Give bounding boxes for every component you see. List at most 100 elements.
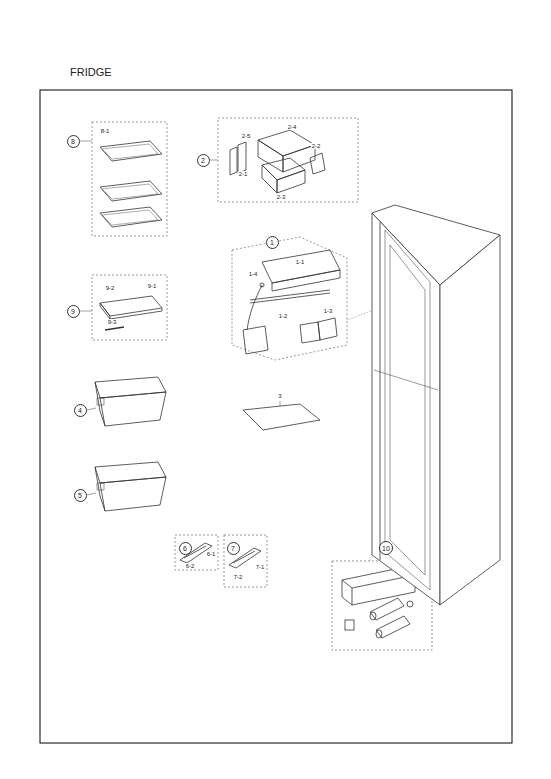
illustration-stroke — [102, 184, 158, 199]
illustration-stroke — [92, 122, 167, 236]
illustration-stroke — [100, 181, 162, 201]
illustration-stroke — [92, 275, 167, 340]
illustration-stroke — [87, 408, 96, 410]
illustration-stroke — [310, 153, 325, 174]
part-number: 1-3 — [323, 308, 334, 314]
part-number: 2-2 — [311, 143, 322, 149]
illustration-stroke — [262, 250, 340, 283]
part-number: 1-4 — [248, 271, 259, 277]
illustration-stroke — [370, 612, 376, 620]
part-number: 8-1 — [100, 128, 111, 134]
illustration-stroke — [342, 580, 352, 588]
illustration-stroke — [102, 210, 158, 225]
illustration-stroke — [218, 118, 358, 202]
illustration-stroke — [390, 245, 425, 575]
callout-circle: 8 — [67, 135, 80, 148]
illustration-stroke — [40, 90, 512, 743]
callout-circle: 6 — [179, 542, 192, 555]
illustration-stroke — [210, 160, 218, 161]
part-number: 3 — [277, 393, 282, 399]
callout-number: 9 — [71, 308, 75, 315]
illustration-stroke — [352, 588, 353, 605]
illustration-stroke — [80, 141, 386, 561]
illustration-stroke — [258, 130, 315, 156]
illustration-stroke — [250, 293, 330, 303]
illustration-stroke — [100, 296, 162, 316]
illustration-stroke — [230, 147, 237, 175]
illustration-stroke — [175, 535, 218, 570]
illustration-stroke — [262, 158, 305, 180]
illustration-stroke — [224, 535, 267, 587]
illustration-stroke — [262, 165, 277, 193]
illustration-stroke — [250, 290, 330, 300]
illustration-stroke — [232, 237, 347, 360]
illustration-stroke — [100, 411, 105, 426]
illustration-stroke — [100, 392, 166, 426]
illustration-stroke — [105, 327, 124, 330]
part-number: 9-2 — [105, 285, 116, 291]
illustration-stroke — [277, 170, 305, 193]
callout-circle: 5 — [74, 489, 87, 502]
part-number: 7-1 — [255, 564, 266, 570]
illustration-stroke — [272, 270, 340, 291]
illustration-stroke — [318, 318, 337, 340]
callout-number: 1 — [270, 239, 274, 246]
illustration-stroke — [300, 322, 320, 343]
illustration-stroke — [345, 620, 354, 630]
illustration-stroke — [100, 141, 162, 161]
callout-number: 10 — [382, 545, 390, 552]
callout-number: 6 — [183, 545, 187, 552]
illustration-stroke — [87, 493, 96, 495]
illustration-stroke — [385, 230, 430, 590]
illustration-stroke — [102, 144, 158, 159]
part-number: 2-3 — [276, 194, 287, 200]
illustration-stroke — [376, 630, 382, 638]
part-number: 9-1 — [147, 283, 158, 289]
illustration-stroke — [80, 141, 92, 142]
part-number: 6-1 — [206, 551, 217, 557]
illustration-stroke — [407, 601, 413, 607]
illustration-stroke — [247, 285, 262, 330]
callout-number: 5 — [78, 492, 82, 499]
illustration-stroke — [80, 311, 92, 312]
illustration-stroke — [440, 235, 500, 605]
part-number: 1-1 — [295, 259, 306, 265]
illustration-stroke — [243, 404, 320, 430]
part-number: 2-4 — [287, 124, 298, 130]
illustration-stroke — [97, 483, 104, 490]
callout-circle: 7 — [227, 542, 240, 555]
page-title: FRIDGE — [70, 66, 112, 78]
callout-circle: 2 — [197, 154, 210, 167]
illustration-stroke — [110, 311, 162, 319]
callout-circle: 4 — [74, 404, 87, 417]
illustration-stroke — [372, 213, 440, 605]
callout-number: 8 — [71, 138, 75, 145]
callout-circle: 1 — [266, 236, 279, 249]
illustration-stroke — [100, 303, 110, 319]
illustration-stroke — [380, 222, 381, 560]
callout-number: 7 — [231, 545, 235, 552]
illustration-stroke — [95, 382, 100, 411]
part-number: 9-3 — [107, 319, 118, 325]
illustration-stroke — [40, 90, 512, 743]
part-number: 2-5 — [241, 133, 252, 139]
illustration-stroke — [100, 207, 162, 227]
callout-number: 4 — [78, 407, 82, 414]
illustration-stroke — [100, 141, 162, 227]
illustration-stroke — [260, 283, 264, 287]
illustration-stroke — [370, 598, 404, 620]
part-number: 2-1 — [238, 171, 249, 177]
part-number: 1-2 — [278, 313, 289, 319]
illustration-stroke — [280, 401, 281, 406]
illustration-stroke — [243, 326, 268, 354]
callout-circle: 9 — [67, 305, 80, 318]
illustration-stroke — [374, 370, 438, 390]
part-number: 7-2 — [233, 574, 244, 580]
illustration-stroke — [376, 616, 410, 638]
illustration-stroke — [100, 496, 105, 511]
illustration-stroke — [97, 398, 104, 405]
callout-circle: 10 — [379, 541, 393, 555]
illustration-stroke — [238, 142, 246, 173]
part-number: 6-2 — [185, 563, 196, 569]
